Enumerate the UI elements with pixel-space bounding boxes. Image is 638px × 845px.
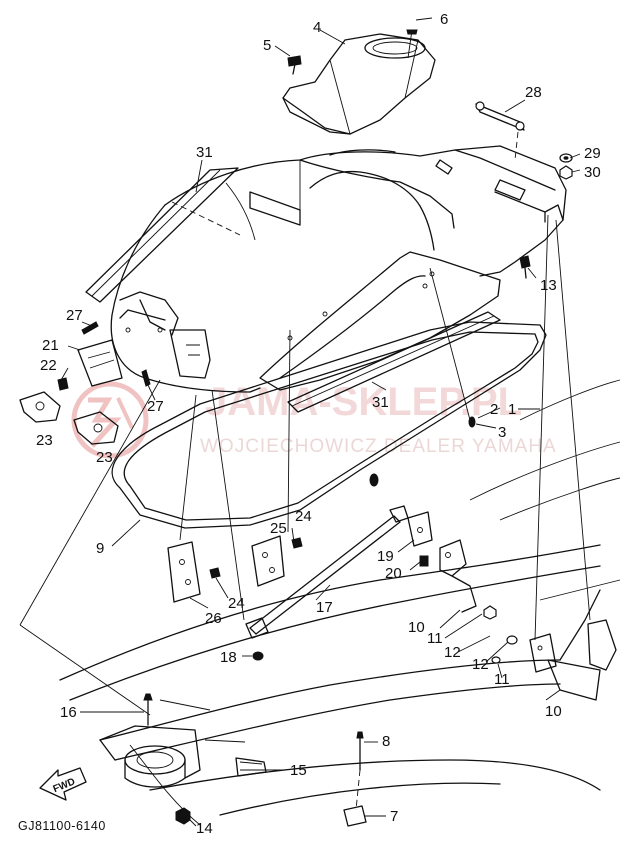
- callout-17: 17: [316, 599, 333, 616]
- callout-4: 4: [313, 19, 321, 36]
- callout-2: 2: [490, 401, 498, 418]
- callout-30: 30: [584, 164, 601, 181]
- washer-29-icon: [559, 153, 573, 163]
- screw-24-lower-icon: [209, 567, 221, 579]
- bolt-20-icon: [419, 555, 429, 567]
- callout-7: 7: [390, 808, 398, 825]
- callout-23-b: 23: [96, 449, 113, 466]
- bolt-14-icon: [175, 807, 191, 825]
- callout-14: 14: [196, 820, 213, 837]
- callout-23-a: 23: [36, 432, 53, 449]
- cover-21-icon: [77, 339, 123, 387]
- bolt-13-icon: [519, 255, 531, 279]
- clip-15-icon: [235, 757, 267, 777]
- nut-30-icon: [559, 165, 573, 180]
- callout-29: 29: [584, 145, 601, 162]
- diagram-code: GJ81100-6140: [18, 819, 106, 833]
- callout-31-a: 31: [196, 144, 213, 161]
- hook-23-left-icon: [19, 391, 61, 423]
- callout-13: 13: [540, 277, 557, 294]
- intake-duct: [282, 29, 436, 135]
- rail-31-right: [287, 311, 501, 413]
- bolt-18-icon: [252, 651, 264, 661]
- bracket-28-icon: [475, 101, 525, 161]
- callout-3: 3: [498, 424, 506, 441]
- callout-22: 22: [40, 357, 57, 374]
- callout-5: 5: [263, 37, 271, 54]
- hook-23-right-icon: [73, 411, 119, 445]
- callout-28: 28: [525, 84, 542, 101]
- callout-19: 19: [377, 548, 394, 565]
- callout-27-a: 27: [66, 307, 83, 324]
- callout-15: 15: [290, 762, 307, 779]
- pin-8-icon: [355, 731, 364, 811]
- callout-11-a: 11: [427, 630, 443, 647]
- rail-31-left: [85, 167, 241, 303]
- callout-9: 9: [96, 540, 104, 557]
- seat-panel: [259, 251, 501, 391]
- callout-labels: 1 2 3 4 5 6 7 8 9 10 10 10 11 11 11 12 1…: [36, 11, 601, 837]
- pin-27-lower-icon: [141, 369, 151, 387]
- callout-18: 18: [220, 649, 237, 666]
- callout-8: 8: [382, 733, 390, 750]
- callout-24-a: 24: [295, 508, 312, 525]
- washer-12-icon: [506, 635, 518, 645]
- callout-12-b: 12: [472, 656, 489, 673]
- callout-6: 6: [440, 11, 448, 28]
- screw-5-icon: [287, 55, 302, 75]
- leader-lines: [59, 17, 581, 827]
- callout-31-b: 31: [372, 394, 389, 411]
- bolt-22-icon: [57, 377, 69, 391]
- latch-10-upper-icon: [439, 539, 477, 613]
- gasket-9: [111, 321, 547, 529]
- callout-20: 20: [385, 565, 402, 582]
- screw-24-upper-icon: [291, 537, 303, 549]
- hinge-bracket-26-icon: [167, 541, 201, 603]
- rivet-16-icon: [143, 693, 153, 726]
- callout-24-b: 24: [228, 595, 245, 612]
- callout-12-a: 12: [444, 644, 461, 661]
- screw-2-icon: [468, 416, 476, 428]
- callout-27-b: 27: [147, 398, 164, 415]
- callout-10-a: 10: [408, 619, 425, 636]
- hinge-bracket-19-icon: [407, 511, 433, 547]
- callout-21: 21: [42, 337, 59, 354]
- latch-10-right-icon: [529, 619, 617, 701]
- pin-27-upper-icon: [81, 321, 99, 335]
- plug-3-icon: [369, 473, 379, 487]
- callout-1: 1: [508, 401, 516, 418]
- hinge-bracket-25-icon: [251, 535, 285, 587]
- assembly-lines: [19, 214, 591, 743]
- callout-11-b: 11: [494, 671, 510, 688]
- hull: [59, 379, 621, 826]
- nut-11-icon: [483, 605, 497, 620]
- callout-16: 16: [60, 704, 77, 721]
- fwd-arrow-icon: FWD: [39, 767, 87, 801]
- callout-10-b: 10: [545, 703, 562, 720]
- hood-deck: [110, 145, 567, 393]
- callout-26: 26: [205, 610, 222, 627]
- plate-7-icon: [343, 805, 367, 827]
- callout-25: 25: [270, 520, 287, 537]
- washer-12-upper-icon: [491, 656, 501, 664]
